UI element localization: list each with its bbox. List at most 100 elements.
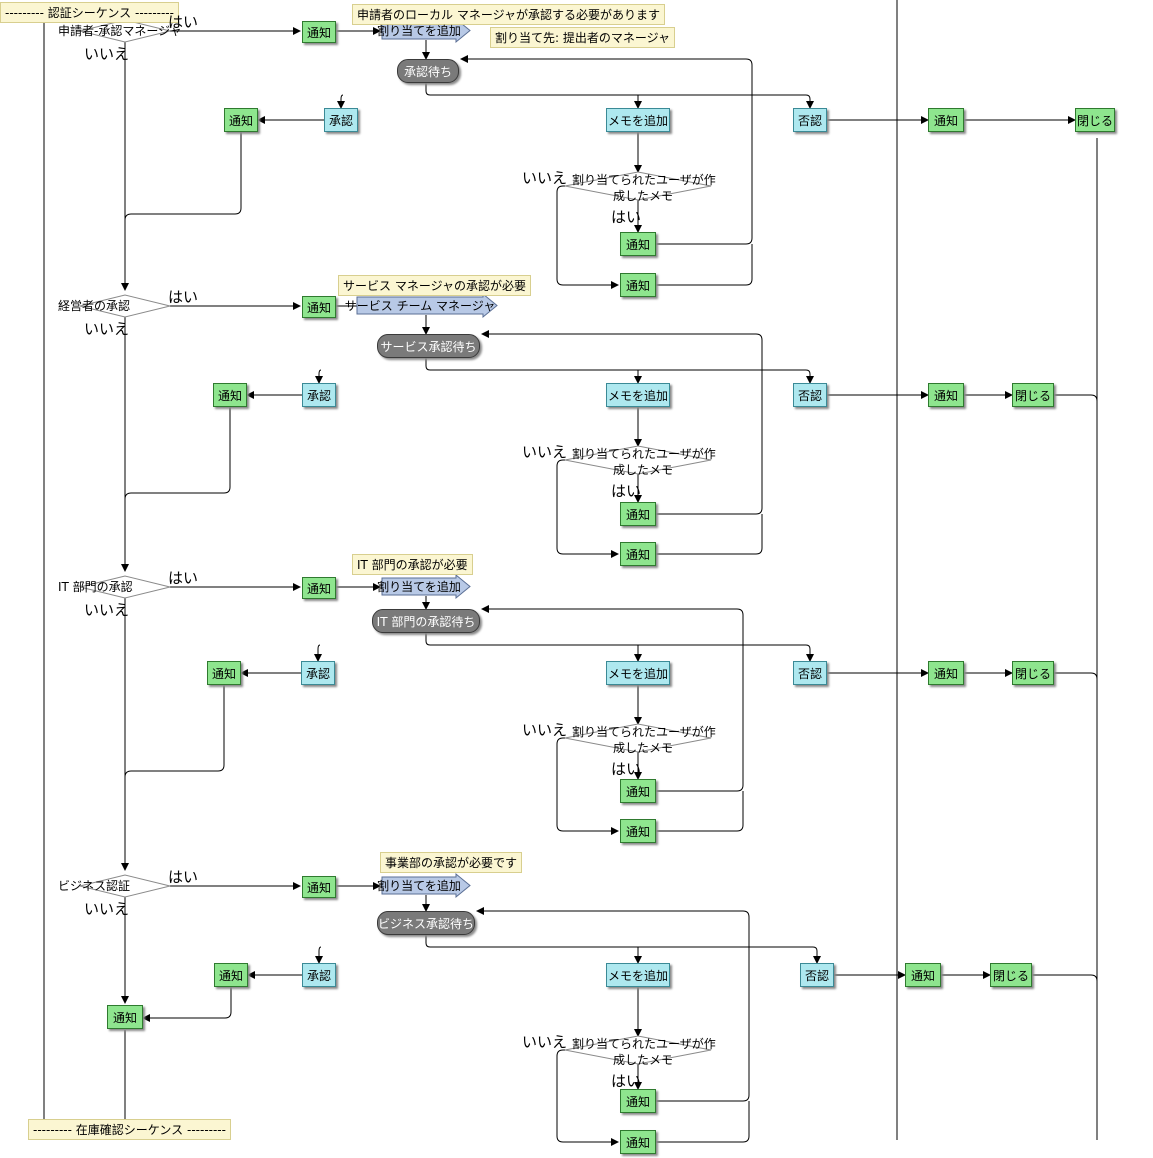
notify-box[interactable]: 通知 bbox=[302, 876, 336, 898]
wait-state-3[interactable]: IT 部門の承認待ち bbox=[372, 609, 480, 633]
wait-state-1[interactable]: 承認待ち bbox=[397, 59, 459, 83]
memo-no-label: いいえ bbox=[522, 443, 568, 461]
reject-notify-box[interactable]: 通知 bbox=[905, 963, 941, 987]
approve-return-line bbox=[142, 987, 232, 1022]
no-label-1: いいえ bbox=[84, 45, 130, 63]
reject-notify-box[interactable]: 通知 bbox=[928, 661, 964, 685]
approve-return-line bbox=[124, 132, 242, 221]
add-memo-box[interactable]: メモを追加 bbox=[606, 108, 670, 132]
memo-decision-label-2: 成したメモ bbox=[613, 1053, 674, 1067]
return-loop-line bbox=[481, 605, 744, 792]
add-memo-box[interactable]: メモを追加 bbox=[606, 383, 670, 407]
memo-no-label: いいえ bbox=[522, 1033, 568, 1051]
memo-yes-label: はい bbox=[611, 482, 642, 500]
notify-box[interactable]: 通知 bbox=[302, 21, 336, 43]
reject-notify-box[interactable]: 通知 bbox=[928, 108, 964, 132]
notify-box[interactable]: 通知 bbox=[213, 383, 247, 407]
decision-label-4: ビジネス認証 bbox=[58, 879, 131, 893]
approve-box[interactable]: 承認 bbox=[324, 108, 358, 132]
memo-notify-no[interactable]: 通知 bbox=[620, 542, 656, 566]
memo-decision-diamond[interactable] bbox=[564, 171, 712, 201]
reject-box[interactable]: 否認 bbox=[793, 108, 827, 132]
sequence-footer: --------- 在庫確認シーケンス --------- bbox=[28, 1119, 231, 1140]
memo-decision-label: 割り当てられたユーザが作 bbox=[572, 1037, 716, 1051]
memo-notify-yes[interactable]: 通知 bbox=[620, 779, 656, 803]
branch-to-approve bbox=[315, 946, 323, 964]
memo-decision-diamond[interactable] bbox=[564, 445, 712, 475]
memo-yes-label: はい bbox=[611, 208, 642, 226]
return-loop-line bbox=[656, 1101, 750, 1143]
assign-arrow-3-label: 割り当てを追加 bbox=[377, 580, 461, 594]
decision-label-1: 申請者-承認マネージャ bbox=[58, 24, 182, 38]
notify-box[interactable]: 通知 bbox=[302, 296, 336, 318]
approve-box[interactable]: 承認 bbox=[302, 963, 336, 987]
yes-label-3: はい bbox=[168, 569, 199, 587]
memo-notify-yes[interactable]: 通知 bbox=[620, 1089, 656, 1113]
yes-label-4: はい bbox=[168, 868, 199, 886]
add-memo-box[interactable]: メモを追加 bbox=[606, 661, 670, 685]
memo-no-path bbox=[556, 185, 619, 289]
branch-to-approve bbox=[315, 369, 323, 384]
return-loop-line bbox=[481, 330, 763, 515]
notify-box[interactable]: 通知 bbox=[302, 577, 336, 599]
memo-notify-no[interactable]: 通知 bbox=[620, 1130, 656, 1154]
memo-decision-label: 割り当てられたユーザが作 bbox=[572, 447, 716, 461]
memo-no-path bbox=[556, 459, 619, 558]
return-loop-line bbox=[460, 55, 753, 245]
memo-notify-yes[interactable]: 通知 bbox=[620, 232, 656, 256]
decision-diamond-4[interactable] bbox=[79, 874, 171, 898]
memo-notify-yes[interactable]: 通知 bbox=[620, 502, 656, 526]
branch-to-approve bbox=[314, 644, 322, 662]
requirement-note-1: 申請者のローカル マネージャが承認する必要があります bbox=[352, 4, 665, 25]
memo-decision-label-2: 成したメモ bbox=[613, 741, 674, 755]
close-merge-line bbox=[1032, 974, 1098, 982]
requirement-note-4: 事業部の承認が必要です bbox=[380, 852, 523, 873]
reject-box[interactable]: 否認 bbox=[793, 661, 827, 685]
no-label-2: いいえ bbox=[84, 320, 130, 338]
reject-box[interactable]: 否認 bbox=[800, 963, 834, 987]
memo-yes-label: はい bbox=[611, 760, 642, 778]
decision-diamond-3[interactable] bbox=[79, 575, 171, 599]
branch-to-reject bbox=[425, 633, 814, 662]
memo-decision-diamond[interactable] bbox=[564, 1035, 712, 1065]
notify-box[interactable]: 通知 bbox=[224, 108, 258, 132]
wait-state-4[interactable]: ビジネス承認待ち bbox=[377, 911, 475, 935]
approve-return-line bbox=[124, 685, 225, 778]
assign-arrow-3[interactable] bbox=[381, 573, 471, 600]
notify-box[interactable]: 通知 bbox=[207, 661, 241, 685]
yes-label-1: はい bbox=[168, 13, 199, 31]
notify-box[interactable]: 通知 bbox=[214, 963, 248, 987]
return-loop-line bbox=[656, 244, 753, 286]
wait-state-2[interactable]: サービス承認待ち bbox=[377, 334, 480, 358]
add-memo-box[interactable]: メモを追加 bbox=[606, 963, 670, 987]
decision-diamond-1[interactable] bbox=[79, 19, 171, 43]
memo-decision-label: 割り当てられたユーザが作 bbox=[572, 725, 716, 739]
requirement-note-2: サービス マネージャの承認が必要 bbox=[338, 275, 531, 296]
return-loop-line bbox=[476, 907, 750, 1102]
memo-notify-no[interactable]: 通知 bbox=[620, 273, 656, 297]
approve-return-line bbox=[124, 407, 231, 500]
decision-label-3: IT 部門の承認 bbox=[58, 580, 133, 594]
approve-box[interactable]: 承認 bbox=[302, 383, 336, 407]
close-box[interactable]: 閉じる bbox=[1012, 661, 1054, 685]
reject-box[interactable]: 否認 bbox=[793, 383, 827, 407]
close-box[interactable]: 閉じる bbox=[1075, 108, 1115, 132]
close-box[interactable]: 閉じる bbox=[1012, 383, 1054, 407]
assign-arrow-4[interactable] bbox=[381, 872, 471, 899]
assign-target-note: 割り当て先: 提出者のマネージャ bbox=[490, 27, 676, 48]
reject-notify-box[interactable]: 通知 bbox=[928, 383, 964, 407]
approve-box[interactable]: 承認 bbox=[301, 661, 335, 685]
no-label-4: いいえ bbox=[84, 900, 130, 918]
decision-diamond-2[interactable] bbox=[79, 294, 171, 318]
close-box[interactable]: 閉じる bbox=[990, 963, 1032, 987]
return-loop-line bbox=[656, 791, 744, 832]
final-notify-box[interactable]: 通知 bbox=[107, 1005, 143, 1029]
sequence-header: --------- 認証シーケンス --------- bbox=[0, 2, 179, 23]
close-merge-line bbox=[1054, 394, 1098, 402]
memo-notify-no[interactable]: 通知 bbox=[620, 819, 656, 843]
memo-no-label: いいえ bbox=[522, 169, 568, 187]
memo-decision-label: 割り当てられたユーザが作 bbox=[572, 173, 716, 187]
no-label-3: いいえ bbox=[84, 601, 130, 619]
assign-arrow-2[interactable] bbox=[356, 292, 498, 319]
memo-decision-diamond[interactable] bbox=[564, 723, 712, 753]
